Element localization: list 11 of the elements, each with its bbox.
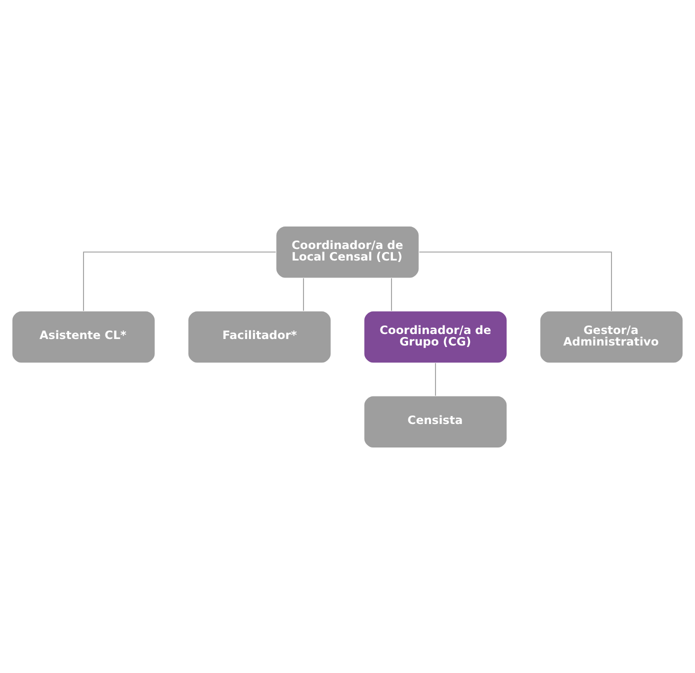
- node-box: Asistente CL*: [12, 310, 156, 363]
- node-box: Coordinador/a de Local Censal (CL): [276, 225, 420, 278]
- node-box: Gestor/a Administrativo: [540, 310, 684, 363]
- node-box: Censista: [364, 395, 508, 448]
- connector: [303, 277, 304, 311]
- connector: [83, 251, 276, 311]
- connector: [418, 251, 612, 311]
- node-box: Facilitador*: [188, 310, 332, 363]
- connector: [435, 362, 436, 396]
- connector: [391, 277, 392, 311]
- node-box: Coordinador/a de Grupo (CG): [364, 310, 508, 363]
